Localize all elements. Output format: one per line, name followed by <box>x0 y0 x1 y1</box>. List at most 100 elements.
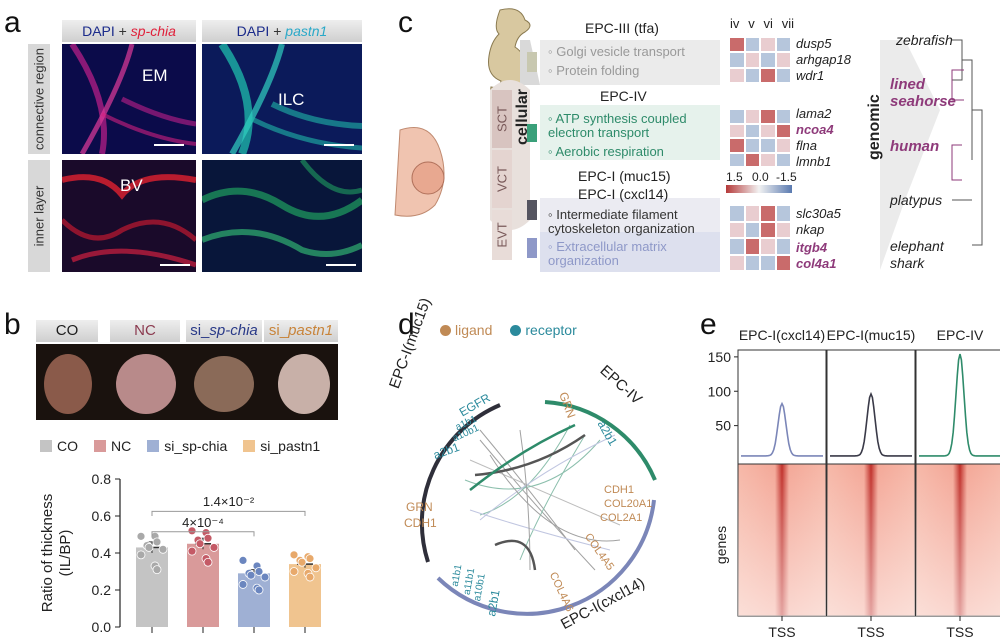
panel-label-d: d <box>398 308 415 341</box>
data-point <box>144 543 154 552</box>
colorbar-label: 1.5 <box>726 170 743 184</box>
sig-bracket <box>151 531 255 537</box>
micrograph-drawing <box>69 44 196 154</box>
species-platypus: platypus <box>890 192 943 208</box>
heat-col: v <box>748 16 755 31</box>
layer-vct: VCT <box>492 150 512 208</box>
data-point <box>289 567 299 576</box>
profile-line-2 <box>919 353 1000 457</box>
profile-frame <box>826 349 916 465</box>
legend-text: ligand <box>455 322 493 338</box>
heat-col-headers: iv v vi vii <box>730 16 794 31</box>
layer-label: SCT <box>494 106 510 132</box>
panel-b-legend: CO NC si_sp-chia si_pastn1 <box>40 438 320 454</box>
term-aerobic: ◦ Aerobic respiration <box>548 144 664 159</box>
series-title: EPC-IV <box>937 327 984 343</box>
heatmap-epc3 <box>728 36 792 84</box>
group-header-nc: NC <box>110 320 180 342</box>
legend-text: CO <box>57 438 78 454</box>
group-header-text: CO <box>55 322 79 339</box>
header-gene: sp-chia <box>130 23 176 39</box>
group-header-pastn1: si_pastn1 <box>264 320 338 342</box>
gene-flna: flna <box>796 138 817 153</box>
y-tick-label: 0.0 <box>92 619 112 635</box>
scale-bar <box>326 264 356 266</box>
gene-nkap: nkap <box>796 222 825 237</box>
group-header-co: CO <box>36 320 98 342</box>
group-header-spchia: si_sp-chia <box>186 320 262 342</box>
term-atp: ◦ ATP synthesis coupled electron transpo… <box>548 111 687 140</box>
legend-nc: NC <box>94 438 131 454</box>
x-axis-label: TSS <box>768 624 795 640</box>
species-lined-seahorse: lined seahorse <box>890 76 956 110</box>
tss-heatmap-fade <box>916 464 1000 616</box>
gene-itgb4: itgb4 <box>796 240 828 255</box>
micrograph-drawing <box>62 174 196 268</box>
series-title: EPC-I(muc15) <box>827 327 916 343</box>
sig-annotation: 1.4×10⁻² <box>203 494 255 509</box>
heat-col: iv <box>730 16 740 31</box>
colorbar-labels: 1.5 0.0 -1.5 <box>726 170 797 184</box>
data-point <box>289 550 299 560</box>
header-dapi: DAPI <box>82 23 115 39</box>
tss-heatmap-fade <box>827 464 915 616</box>
cell-layers: SCT VCT EVT <box>492 90 512 260</box>
data-point <box>152 565 162 575</box>
chord-label-col2a1: COL2A1 <box>600 512 643 524</box>
chord-label-cdh1: CDH1 <box>404 516 437 530</box>
series-title: EPC-I(cxcl14) <box>739 327 825 343</box>
tissue-photo-drawing <box>44 354 330 414</box>
colorbar <box>726 185 792 193</box>
data-point <box>203 557 213 567</box>
heatmap-epc4 <box>728 108 792 168</box>
panel-label-c: c <box>398 6 413 39</box>
gene-slc30a5: slc30a5 <box>796 206 841 221</box>
data-point <box>203 533 213 543</box>
data-point <box>238 556 248 565</box>
tss-profile-chart: 50100150genesEPC-I(cxcl14)TSSEPC-I(muc15… <box>708 327 1000 640</box>
x-axis-label: TSS <box>857 624 884 640</box>
label-bv: BV <box>120 176 143 195</box>
gene-lama2: lama2 <box>796 106 832 121</box>
panel-d-legend: ligand receptor <box>440 322 577 338</box>
panel-a-header-2: DAPI + pastn1 <box>202 20 362 42</box>
header-plus: + <box>114 23 131 39</box>
profile-line-1 <box>830 391 912 457</box>
gene-arhgap18: arhgap18 <box>796 52 851 67</box>
arc-muc15 <box>419 403 501 563</box>
micrograph-connective-spchia: EM <box>62 44 196 154</box>
gene-dusp5: dusp5 <box>796 36 832 51</box>
group-title-epc4: EPC-IV <box>600 88 647 104</box>
genomic-label: genomic <box>866 94 883 160</box>
group-header-text: pastn1 <box>288 322 334 339</box>
scale-bar <box>324 144 354 146</box>
data-point <box>158 544 168 554</box>
legend-text: receptor <box>525 322 577 338</box>
data-point <box>187 526 197 536</box>
pregnant-icon <box>394 127 445 217</box>
header-plus: + <box>269 23 286 39</box>
panel-label-e: e <box>700 308 717 341</box>
panel-label-a: a <box>4 6 21 39</box>
row-label-text: connective region <box>31 48 47 150</box>
chord-label-cdh1-cxcl14: CDH1 <box>604 484 634 496</box>
gene-lmnb1: lmnb1 <box>796 154 832 169</box>
bar-CO <box>136 547 168 627</box>
group-header-prefix: si_ <box>268 322 289 339</box>
row-label-connective: connective region <box>28 44 50 154</box>
row-label-inner: inner layer <box>28 160 50 272</box>
data-point <box>238 580 248 589</box>
x-axis-label: TSS <box>946 624 973 640</box>
row-label-text: inner layer <box>31 185 47 247</box>
micrograph-connective-pastn1: ILC <box>202 44 362 154</box>
term-golgi: ◦ Golgi vesicle transport <box>548 44 685 59</box>
micrograph-drawing <box>218 44 362 154</box>
data-point <box>136 550 146 560</box>
panel-a-header-1: DAPI + sp-chia <box>62 20 196 42</box>
layer-sct: SCT <box>492 90 512 148</box>
profile-line-0 <box>741 401 823 457</box>
arc-epc4 <box>544 400 657 481</box>
colorbar-label: -1.5 <box>776 170 797 184</box>
legend-text: si_sp-chia <box>164 438 228 454</box>
